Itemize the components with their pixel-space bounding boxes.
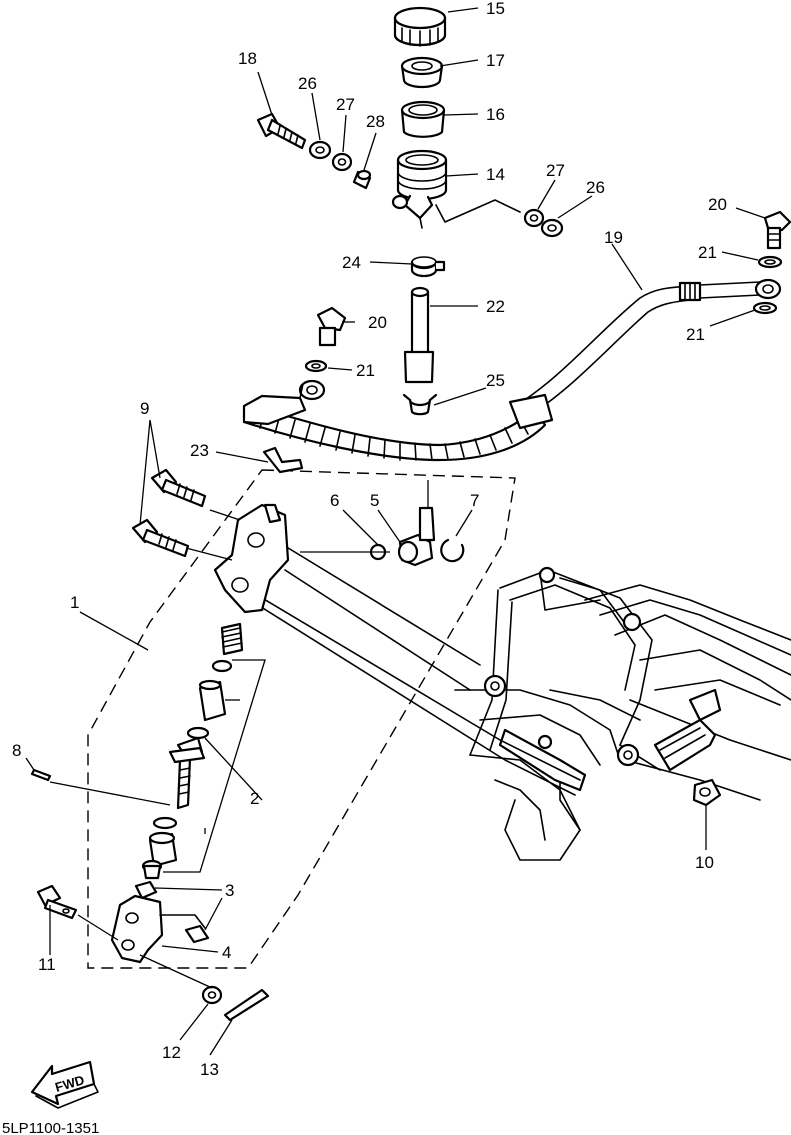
part-10-grommet (692, 778, 722, 807)
callout-21-left: 21 (356, 361, 375, 380)
frame-structure (454, 566, 791, 861)
callout-2: 2 (250, 789, 259, 808)
part-18-bolt (256, 112, 307, 150)
fwd-arrow-icon: FWD (30, 1060, 99, 1109)
callout-17: 17 (486, 51, 505, 70)
callout-11: 11 (38, 955, 56, 974)
part-12-washer (201, 985, 223, 1005)
diagram-code: 5LP1100-1351 (2, 1120, 99, 1135)
callout-19: 19 (604, 228, 623, 247)
part-23-hose-guide (262, 446, 304, 474)
part-26-washer-left (308, 140, 332, 160)
callout-3: 3 (225, 881, 234, 900)
part-22-reservoir-hose (403, 286, 435, 384)
part-27-washer-right (523, 208, 545, 228)
part-20-union-bolt-left (316, 306, 347, 347)
part-27-washer-left (331, 152, 353, 172)
callout-4: 4 (222, 943, 231, 962)
callout-26-right: 26 (586, 178, 605, 197)
callout-14: 14 (486, 165, 505, 184)
part-15-reservoir-cap (393, 6, 447, 47)
callout-25: 25 (486, 371, 505, 390)
master-cylinder-bracket (213, 503, 290, 614)
callout-24: 24 (342, 253, 361, 272)
callout-21-right-lower: 21 (686, 325, 705, 344)
callout-5: 5 (370, 491, 379, 510)
part-3-nut-upper (134, 880, 158, 900)
part-24-hose-clamp (410, 256, 446, 278)
callout-22: 22 (486, 297, 505, 316)
callout-16: 16 (486, 105, 505, 124)
part-4-clevis (110, 894, 206, 964)
callout-7: 7 (470, 491, 479, 510)
part-21-gasket-right-upper (757, 255, 783, 269)
callout-20-right: 20 (708, 195, 727, 214)
part-20-union-bolt-right (763, 210, 791, 250)
callout-8: 8 (12, 741, 21, 760)
part-16-diaphragm (400, 100, 446, 138)
callout-26-left: 26 (298, 74, 317, 93)
callout-27-left: 27 (336, 95, 355, 114)
callout-21-right-upper: 21 (698, 243, 717, 262)
part-13-cotter-pin (223, 988, 270, 1022)
callout-28: 28 (366, 112, 385, 131)
part-5-hose-joint (397, 506, 436, 567)
callout-6: 6 (330, 491, 339, 510)
leader-lines (25, 7, 766, 1056)
part-28-collar (352, 169, 372, 190)
callouts: 15 17 16 14 18 26 27 28 27 26 20 19 21 2… (12, 0, 727, 1079)
callout-18: 18 (238, 49, 257, 68)
callout-13: 13 (200, 1060, 219, 1079)
part-11-pin (36, 884, 78, 920)
assembly-boundary-dashed (87, 469, 516, 969)
callout-9: 9 (140, 399, 149, 418)
part-21-gasket-left (304, 359, 328, 373)
part-21-gasket-right-lower (752, 301, 778, 315)
part-8-cotter-pin (30, 768, 52, 782)
callout-10: 10 (695, 853, 714, 872)
part-2-push-rod-assy (141, 622, 244, 880)
callout-15: 15 (486, 0, 505, 18)
part-26-washer-right (540, 218, 564, 238)
callout-1: 1 (70, 593, 79, 612)
part-17-diaphragm-plate (400, 56, 444, 89)
brake-pedal-arm (231, 539, 581, 796)
callout-20-left: 20 (368, 313, 387, 332)
part-25-hose-clamp (402, 393, 438, 416)
callout-27-right: 27 (546, 161, 565, 180)
part-19-brake-hose (242, 278, 782, 462)
part-7-circlip (440, 538, 465, 563)
part-9-bolt-upper (150, 468, 207, 508)
callout-23: 23 (190, 441, 209, 460)
callout-12: 12 (162, 1043, 181, 1062)
part-3-nut-lower (184, 924, 210, 944)
part-14-reservoir-tank (391, 149, 521, 229)
part-9-bolt-lower (131, 518, 190, 558)
